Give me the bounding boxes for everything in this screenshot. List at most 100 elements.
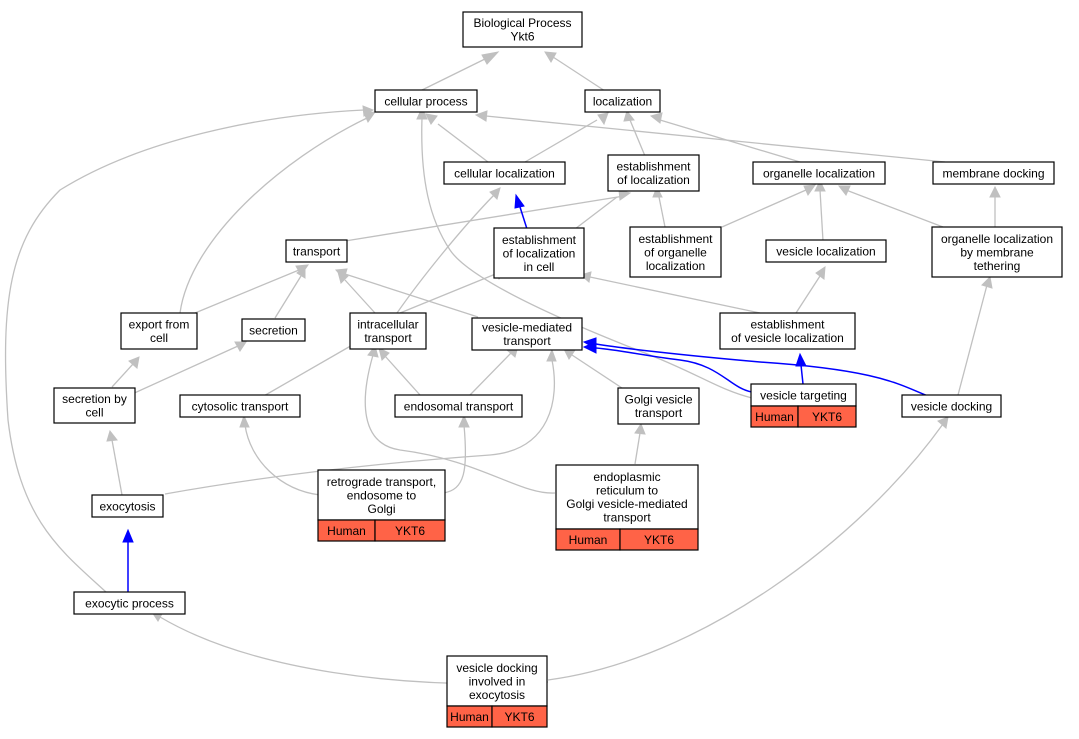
node-vesicle-localization[interactable]: vesicle localization bbox=[765, 239, 887, 263]
edge bbox=[574, 196, 618, 230]
node-label: membrane docking bbox=[942, 166, 1044, 180]
arrowhead bbox=[582, 337, 597, 350]
node-label: establishment bbox=[638, 232, 713, 246]
node-label: Biological Process bbox=[473, 16, 571, 30]
node-box bbox=[73, 591, 186, 615]
node-vesicle-docking[interactable]: vesicle docking bbox=[901, 394, 1002, 418]
node-box bbox=[752, 161, 886, 185]
edge bbox=[111, 363, 134, 388]
arrowhead bbox=[814, 179, 826, 192]
species-label: Human bbox=[450, 710, 489, 724]
node-endosomal-transport[interactable]: endosomal transport bbox=[394, 394, 523, 418]
node-box bbox=[394, 394, 523, 418]
arrowhead bbox=[837, 185, 851, 196]
node-label: localization bbox=[593, 94, 652, 108]
edge bbox=[819, 189, 824, 242]
edge bbox=[274, 275, 302, 319]
species-label: Human bbox=[755, 410, 794, 424]
edge bbox=[634, 432, 641, 465]
node-organelle-localization[interactable]: organelle localization bbox=[752, 161, 886, 185]
edge bbox=[547, 423, 944, 681]
node-retrograde-transport[interactable]: retrograde transport,endosome toGolgiHum… bbox=[317, 469, 446, 542]
edge bbox=[595, 347, 753, 393]
edge bbox=[595, 343, 929, 397]
node-label: cell bbox=[85, 406, 103, 420]
gene-cell bbox=[491, 705, 548, 728]
node-box bbox=[374, 89, 478, 113]
node-localization[interactable]: localization bbox=[584, 89, 661, 113]
edge bbox=[721, 189, 807, 228]
gene-cell bbox=[619, 528, 699, 551]
node-cytosolic-transport[interactable]: cytosolic transport bbox=[179, 394, 301, 418]
node-label: of vesicle localization bbox=[731, 331, 844, 345]
arrowhead bbox=[597, 112, 609, 126]
node-exocytic-process[interactable]: exocytic process bbox=[73, 591, 186, 615]
arrowhead bbox=[362, 105, 375, 117]
node-box bbox=[443, 161, 566, 185]
edge bbox=[344, 279, 376, 314]
node-label: vesicle localization bbox=[776, 244, 875, 258]
node-label: of localization bbox=[503, 246, 576, 260]
node-exocytosis[interactable]: exocytosis bbox=[91, 494, 164, 518]
node-transport[interactable]: transport bbox=[285, 239, 348, 263]
node-label: localization bbox=[646, 259, 705, 273]
arrowhead bbox=[425, 113, 438, 125]
edges-gray bbox=[4, 56, 996, 685]
edge bbox=[552, 56, 606, 92]
edge bbox=[261, 339, 362, 398]
node-cellular-process[interactable]: cellular process bbox=[374, 89, 478, 113]
edge bbox=[129, 345, 239, 396]
arrowhead bbox=[296, 266, 306, 279]
node-cellular-localization[interactable]: cellular localization bbox=[443, 161, 566, 185]
node-box bbox=[285, 239, 348, 263]
node-label: establishment bbox=[616, 160, 691, 174]
node-membrane-docking[interactable]: membrane docking bbox=[932, 161, 1055, 185]
edge bbox=[344, 195, 625, 242]
arrowhead bbox=[546, 348, 557, 362]
node-box bbox=[349, 312, 427, 350]
arrowhead bbox=[989, 185, 1001, 198]
node-label: endosome to bbox=[347, 488, 417, 502]
node-label: transport bbox=[603, 511, 651, 525]
edge bbox=[442, 424, 467, 494]
node-label: vesicle docking bbox=[911, 399, 992, 413]
node-box bbox=[931, 226, 1063, 278]
node-label: cytosolic transport bbox=[192, 399, 289, 413]
node-box bbox=[607, 154, 700, 192]
edge bbox=[524, 119, 598, 163]
node-label: Ykt6 bbox=[510, 30, 534, 44]
arrowhead bbox=[937, 416, 949, 429]
node-label: cellular localization bbox=[454, 166, 555, 180]
edge bbox=[485, 115, 946, 163]
node-label: involved in bbox=[469, 674, 526, 688]
edge bbox=[419, 56, 490, 92]
node-secretion[interactable]: secretion bbox=[241, 318, 306, 342]
node-box bbox=[932, 161, 1055, 185]
node-label: vesicle docking bbox=[456, 661, 537, 675]
gene-cell bbox=[374, 519, 446, 542]
arrowhead bbox=[106, 429, 118, 442]
node-box bbox=[493, 227, 585, 279]
species-label: Human bbox=[569, 533, 608, 547]
node-box bbox=[555, 464, 699, 530]
node-label: exocytosis bbox=[469, 688, 525, 702]
